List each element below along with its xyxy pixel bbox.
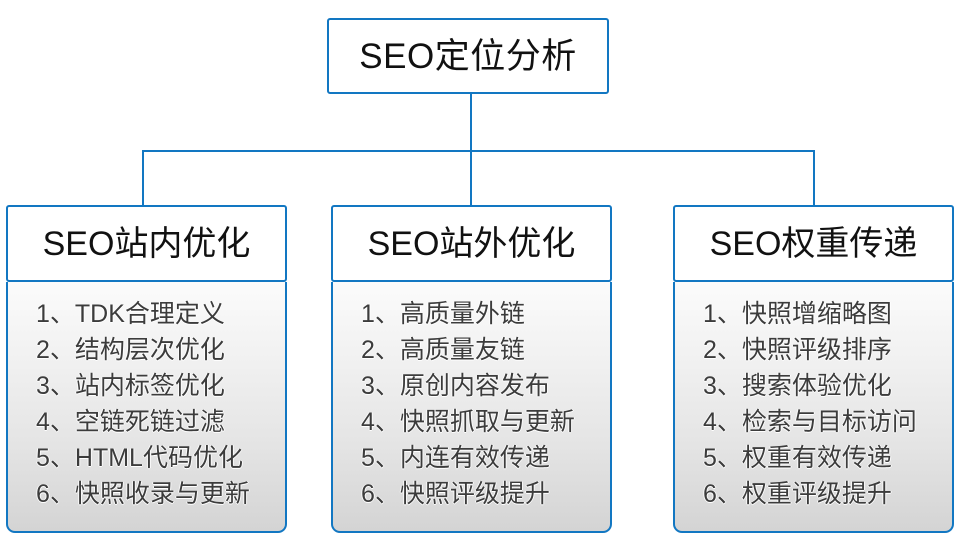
root-node[interactable]: SEO定位分析 bbox=[327, 18, 609, 94]
list-item: 4、空链死链过滤 bbox=[36, 408, 225, 436]
list-item: 1、快照增缩略图 bbox=[703, 300, 892, 328]
branch-list-weight-transfer: 1、快照增缩略图 2、快照评级排序 3、搜索体验优化 4、检索与目标访问 5、权… bbox=[675, 296, 952, 512]
list-item: 5、内连有效传递 bbox=[361, 444, 550, 472]
branch-header-weight-transfer[interactable]: SEO权重传递 bbox=[673, 205, 954, 282]
root-node-label: SEO定位分析 bbox=[359, 36, 577, 76]
list-item: 2、结构层次优化 bbox=[36, 336, 225, 364]
connector-drop-branch-2 bbox=[470, 150, 472, 206]
list-item: 1、高质量外链 bbox=[361, 300, 525, 328]
branch-body-offsite: 1、高质量外链 2、高质量友链 3、原创内容发布 4、快照抓取与更新 5、内连有… bbox=[331, 282, 612, 533]
branch-body-onsite: 1、TDK合理定义 2、结构层次优化 3、站内标签优化 4、空链死链过滤 5、H… bbox=[6, 282, 287, 533]
connector-horizontal-bus bbox=[142, 150, 815, 152]
branch-list-offsite: 1、高质量外链 2、高质量友链 3、原创内容发布 4、快照抓取与更新 5、内连有… bbox=[333, 296, 610, 512]
list-item: 6、快照评级提升 bbox=[361, 480, 550, 508]
list-item: 6、快照收录与更新 bbox=[36, 480, 250, 508]
list-item: 1、TDK合理定义 bbox=[36, 300, 225, 328]
branch-title-weight-transfer: SEO权重传递 bbox=[709, 224, 918, 263]
list-item: 5、HTML代码优化 bbox=[36, 444, 243, 472]
list-item: 6、权重评级提升 bbox=[703, 480, 892, 508]
branch-header-onsite[interactable]: SEO站内优化 bbox=[6, 205, 287, 282]
list-item: 3、搜索体验优化 bbox=[703, 372, 892, 400]
branch-header-offsite[interactable]: SEO站外优化 bbox=[331, 205, 612, 282]
connector-drop-branch-1 bbox=[142, 150, 144, 206]
list-item: 4、检索与目标访问 bbox=[703, 408, 917, 436]
branch-body-weight-transfer: 1、快照增缩略图 2、快照评级排序 3、搜索体验优化 4、检索与目标访问 5、权… bbox=[673, 282, 954, 533]
list-item: 3、原创内容发布 bbox=[361, 372, 550, 400]
list-item: 2、快照评级排序 bbox=[703, 336, 892, 364]
branch-weight-transfer: SEO权重传递 1、快照增缩略图 2、快照评级排序 3、搜索体验优化 4、检索与… bbox=[673, 205, 954, 533]
branch-onsite: SEO站内优化 1、TDK合理定义 2、结构层次优化 3、站内标签优化 4、空链… bbox=[6, 205, 287, 533]
list-item: 2、高质量友链 bbox=[361, 336, 525, 364]
connector-drop-branch-3 bbox=[813, 150, 815, 206]
list-item: 5、权重有效传递 bbox=[703, 444, 892, 472]
branch-offsite: SEO站外优化 1、高质量外链 2、高质量友链 3、原创内容发布 4、快照抓取与… bbox=[331, 205, 612, 533]
list-item: 3、站内标签优化 bbox=[36, 372, 225, 400]
branch-title-offsite: SEO站外优化 bbox=[367, 224, 576, 263]
branch-title-onsite: SEO站内优化 bbox=[42, 224, 251, 263]
list-item: 4、快照抓取与更新 bbox=[361, 408, 575, 436]
branch-list-onsite: 1、TDK合理定义 2、结构层次优化 3、站内标签优化 4、空链死链过滤 5、H… bbox=[8, 296, 285, 512]
connector-root-stem bbox=[470, 94, 472, 151]
